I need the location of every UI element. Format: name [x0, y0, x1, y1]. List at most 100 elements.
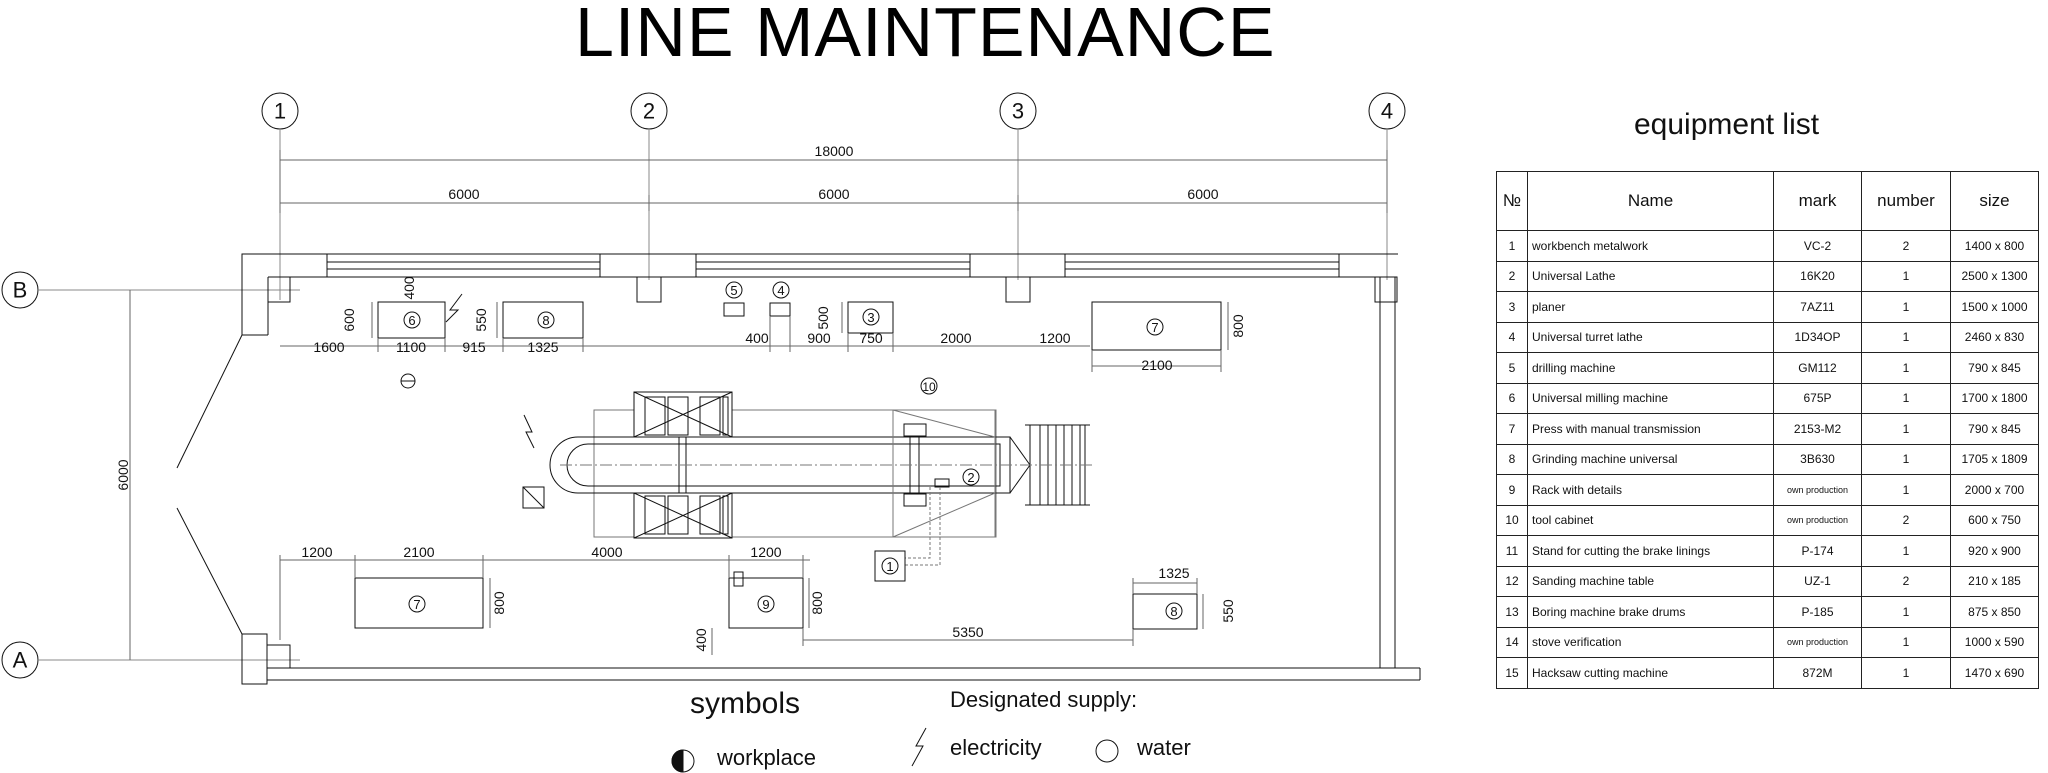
equipment-5 — [723, 302, 745, 317]
row-number: 14 — [1496, 626, 1528, 658]
dim-top-1600: 1600 — [313, 339, 344, 355]
dim-height: 6000 — [115, 459, 131, 490]
row-size: 2460 x 830 — [1950, 321, 2039, 353]
dim-bottom-run: 5350 — [952, 624, 983, 640]
table-header-row: № Name mark number size — [1496, 171, 2039, 231]
axis-label-3: 3 — [1012, 99, 1024, 124]
row-count: 1 — [1861, 413, 1951, 445]
row-count: 1 — [1861, 321, 1951, 353]
equipment-1 — [874, 550, 906, 582]
row-size: 875 x 850 — [1950, 596, 2039, 628]
label-9: 9 — [762, 597, 769, 612]
symbols-title: symbols — [690, 687, 801, 720]
row-mark: P-185 — [1773, 596, 1862, 628]
row-name: planer — [1527, 291, 1774, 323]
supply-title: Designated supply: — [950, 687, 1138, 712]
row-name: Universal milling machine — [1527, 382, 1774, 414]
dim-top-400: 400 — [745, 330, 769, 346]
row-size: 210 x 185 — [1950, 565, 2039, 597]
row-mark: UZ-1 — [1773, 565, 1862, 597]
row-number: 6 — [1496, 382, 1528, 414]
dim-span-1: 6000 — [448, 186, 479, 202]
row-size: 1470 x 690 — [1950, 657, 2039, 689]
label-4: 4 — [777, 283, 784, 298]
row-mark: 872M — [1773, 657, 1862, 689]
row-name: Stand for cutting the brake linings — [1527, 535, 1774, 567]
row-number: 3 — [1496, 291, 1528, 323]
dim-top-2100: 2100 — [1141, 357, 1172, 373]
dim-bottom-2100: 2100 — [403, 544, 434, 560]
electricity-icon — [911, 727, 927, 767]
axis-label-4: 4 — [1381, 99, 1393, 124]
equipment-list-title: equipment list — [1634, 108, 1820, 141]
row-mark: 7AZ11 — [1773, 291, 1862, 323]
row-number: 5 — [1496, 352, 1528, 384]
row-name: Rack with details — [1527, 474, 1774, 506]
row-size: 2000 x 700 — [1950, 474, 2039, 506]
row-number: 10 — [1496, 504, 1528, 536]
label-8: 8 — [542, 313, 549, 328]
floor-plan: 1 2 3 4 B A 18000 6000 6000 6000 6000 16… — [1, 92, 1421, 773]
row-mark: own production — [1773, 504, 1862, 536]
axis-label-2: 2 — [643, 99, 655, 124]
row-name: Hacksaw cutting machine — [1527, 657, 1774, 689]
header-count: number — [1861, 171, 1951, 231]
dim-v-800: 800 — [1230, 314, 1246, 338]
row-number: 9 — [1496, 474, 1528, 506]
row-number: 1 — [1496, 230, 1528, 262]
row-number: 8 — [1496, 443, 1528, 475]
row-count: 2 — [1861, 504, 1951, 536]
equipment-8-top — [502, 301, 584, 339]
row-size: 790 x 845 — [1950, 413, 2039, 445]
legend-electricity: electricity — [950, 735, 1042, 760]
row-name: Sanding machine table — [1527, 565, 1774, 597]
dim-bottom-4000: 4000 — [591, 544, 622, 560]
row-number: 11 — [1496, 535, 1528, 567]
dim-top-900: 900 — [807, 330, 831, 346]
row-size: 1700 x 1800 — [1950, 382, 2039, 414]
row-number: 13 — [1496, 596, 1528, 628]
row-mark: 2153-M2 — [1773, 413, 1862, 445]
row-size: 600 x 750 — [1950, 504, 2039, 536]
dim-top-750: 750 — [859, 330, 883, 346]
row-mark: own production — [1773, 474, 1862, 506]
row-mark: 3B630 — [1773, 443, 1862, 475]
row-count: 1 — [1861, 474, 1951, 506]
label-7-bottom: 7 — [413, 597, 420, 612]
row-size: 1400 x 800 — [1950, 230, 2039, 262]
axis-row-a — [1, 641, 300, 679]
equipment-3 — [847, 301, 894, 334]
row-count: 1 — [1861, 291, 1951, 323]
row-name: tool cabinet — [1527, 504, 1774, 536]
row-count: 1 — [1861, 535, 1951, 567]
label-8-bottom: 8 — [1170, 604, 1177, 619]
row-size: 920 x 900 — [1950, 535, 2039, 567]
dim-bottom-1325: 1325 — [1158, 565, 1189, 581]
dim-v-600: 600 — [341, 308, 357, 332]
dim-bv-800b: 800 — [809, 591, 825, 615]
dim-span-3: 6000 — [1187, 186, 1218, 202]
row-mark: 1D34OP — [1773, 321, 1862, 353]
row-count: 1 — [1861, 626, 1951, 658]
label-7: 7 — [1151, 320, 1158, 335]
row-count: 2 — [1861, 565, 1951, 597]
equipment-9 — [728, 577, 804, 629]
equipment-6 — [377, 301, 446, 339]
row-name: Press with manual transmission — [1527, 413, 1774, 445]
row-size: 1500 x 1000 — [1950, 291, 2039, 323]
axis-row-b — [1, 271, 300, 309]
dim-v-400: 400 — [401, 276, 417, 300]
row-count: 1 — [1861, 260, 1951, 292]
axis-label-a: A — [13, 648, 28, 673]
page-title: LINE MAINTENANCE — [575, 0, 1276, 71]
